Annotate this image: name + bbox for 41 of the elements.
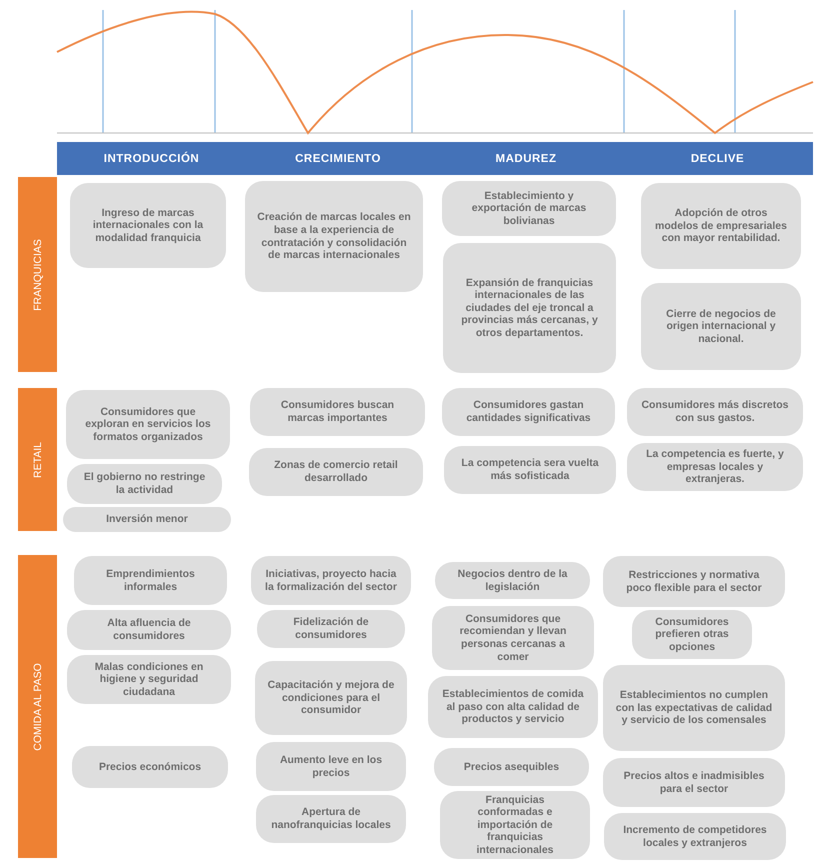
note-card: Apertura de nanofranquicias locales bbox=[256, 795, 406, 843]
phase-header: DECLIVE bbox=[622, 142, 813, 175]
phase-header: CRECIMIENTO bbox=[246, 142, 430, 175]
note-card: Consumidores que recomiendan y llevan personas cercanas a comer bbox=[432, 606, 594, 670]
note-card: Alta afluencia de consumidores bbox=[67, 610, 231, 650]
note-card: Capacitación y mejora de condiciones para el consumidor bbox=[255, 661, 407, 735]
note-card: Consumidores más discretos con sus gastos. bbox=[627, 388, 803, 436]
note-card: El gobierno no restringe la actividad bbox=[67, 464, 222, 504]
note-card: Fidelización de consumidores bbox=[257, 610, 405, 648]
category-bar: COMIDA AL PASO bbox=[18, 555, 57, 858]
note-card: Creación de marcas locales en base a la experiencia de contratación y consolidación de marcas internacionales bbox=[245, 181, 423, 292]
note-card: La competencia es fuerte, y empresas locales y extranjeras. bbox=[627, 443, 803, 491]
note-card: Consumidores buscan marcas importantes bbox=[250, 388, 425, 436]
note-card: Franquicias conformadas e importación de franquicias internacionales bbox=[440, 791, 590, 859]
note-card: Precios económicos bbox=[72, 746, 228, 788]
note-card: Establecimientos de comida al paso con alta calidad de productos y servicio bbox=[428, 676, 598, 738]
note-card: Precios altos e inadmisibles para el sector bbox=[603, 758, 785, 807]
category-bar: RETAIL bbox=[18, 388, 57, 531]
note-card: Aumento leve en los precios bbox=[256, 742, 406, 791]
note-card: Cierre de negocios de origen internacional y nacional. bbox=[641, 283, 801, 370]
note-card: Expansión de franquicias internacionales de las ciudades del eje troncal a provincias más cercanas, y otros departamentos. bbox=[443, 243, 616, 373]
note-card: La competencia sera vuelta más sofisticada bbox=[444, 446, 616, 494]
note-card: Establecimientos no cumplen con las expectativas de calidad y servicio de los comensales bbox=[603, 665, 785, 751]
note-card: Inversión menor bbox=[63, 507, 231, 532]
phase-header: INTRODUCCIÓN bbox=[57, 142, 246, 175]
note-card: Emprendimientos informales bbox=[74, 556, 227, 605]
category-bar: FRANQUICIAS bbox=[18, 177, 57, 372]
note-card: Zonas de comercio retail desarrollado bbox=[249, 448, 423, 496]
phase-header: MADUREZ bbox=[430, 142, 622, 175]
note-card: Establecimiento y exportación de marcas bolivianas bbox=[442, 181, 616, 236]
note-card: Adopción de otros modelos de empresariales con mayor rentabilidad. bbox=[641, 183, 801, 269]
note-card: Incremento de competidores locales y extranjeros bbox=[604, 813, 786, 860]
note-card: Consumidores gastan cantidades significativas bbox=[442, 388, 615, 436]
note-card: Restricciones y normativa poco flexible para el sector bbox=[603, 556, 785, 607]
note-card: Malas condiciones en higiene y seguridad ciudadana bbox=[67, 655, 231, 704]
note-card: Iniciativas, proyecto hacia la formalización del sector bbox=[251, 556, 411, 605]
note-card: Consumidores que exploran en servicios los formatos organizados bbox=[66, 390, 230, 459]
note-card: Consumidores prefieren otras opciones bbox=[632, 610, 752, 659]
note-card: Precios asequibles bbox=[434, 748, 589, 786]
note-card: Negocios dentro de la legislación bbox=[435, 562, 590, 599]
note-card: Ingreso de marcas internacionales con la modalidad franquicia bbox=[70, 183, 226, 268]
